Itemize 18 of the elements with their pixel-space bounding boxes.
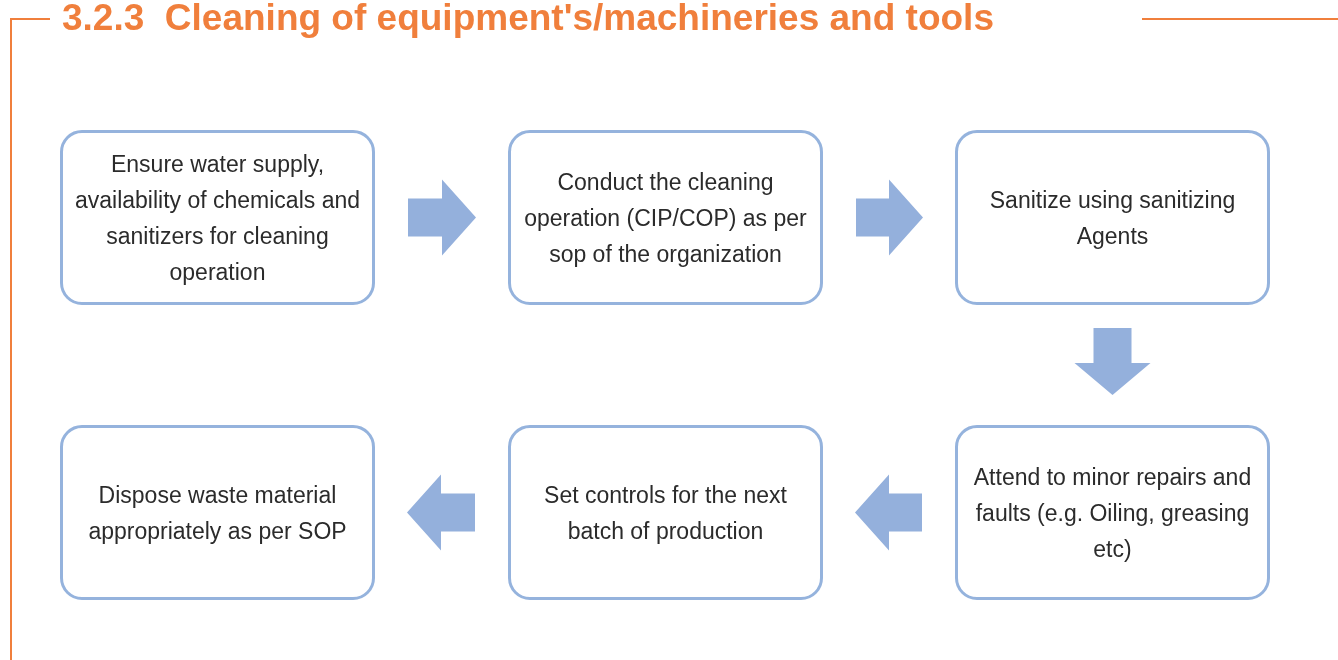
block-arrow [408, 179, 476, 256]
block-arrow [1074, 328, 1151, 395]
process-box [508, 425, 823, 600]
process-box [955, 130, 1270, 305]
process-box [60, 130, 375, 305]
process-box [508, 130, 823, 305]
step-text: Dispose waste material appropriately as per SOP [87, 480, 348, 546]
process-box [955, 425, 1270, 600]
step-text: Set controls for the next batch of production [543, 480, 788, 546]
process-box [60, 425, 375, 600]
block-arrow [856, 179, 923, 256]
block-arrow [855, 474, 922, 551]
step-text: Sanitize using sanitizing Agents [988, 185, 1237, 251]
block-arrow [407, 474, 475, 551]
section-title: 3.2.3 Cleaning of equipment's/machineries and tools [62, 0, 994, 40]
step-text: Ensure water supply, availability of chemicals and sanitizers for cleaning operation [73, 149, 362, 287]
step-text: Conduct the cleaning operation (CIP/COP) as per sop of the organization [523, 167, 808, 269]
step-text: Attend to minor repairs and faults (e.g. Oiling, greasing etc) [972, 462, 1253, 564]
